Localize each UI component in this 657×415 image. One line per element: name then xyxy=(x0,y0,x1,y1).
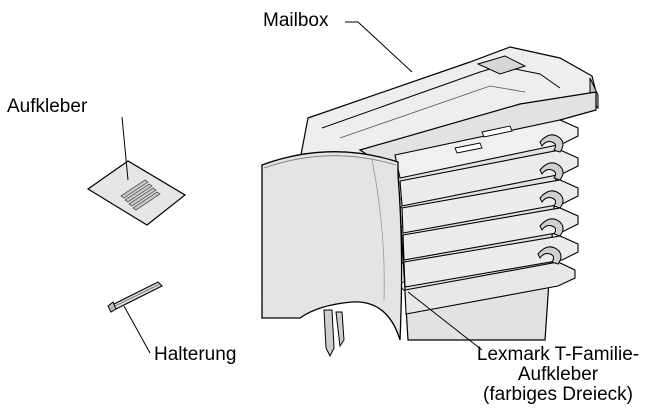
mailbox-unit-icon xyxy=(261,46,599,358)
lexmark-label-line1: Lexmark T-Familie- xyxy=(476,344,640,365)
lexmark-label-line3: (farbiges Dreieck) xyxy=(483,384,633,405)
lexmark-label-line2: Aufkleber xyxy=(517,364,599,385)
bracket-rod-icon xyxy=(107,281,163,354)
leader-lines xyxy=(345,21,483,351)
lexmark-label: Lexmark T-Familie- Aufkleber (farbiges D… xyxy=(468,345,648,405)
sticker-sheet-icon xyxy=(86,116,187,226)
mailbox-label: Mailbox xyxy=(263,10,329,31)
holder-label: Halterung xyxy=(154,344,237,365)
sticker-label: Aufkleber xyxy=(7,96,88,117)
